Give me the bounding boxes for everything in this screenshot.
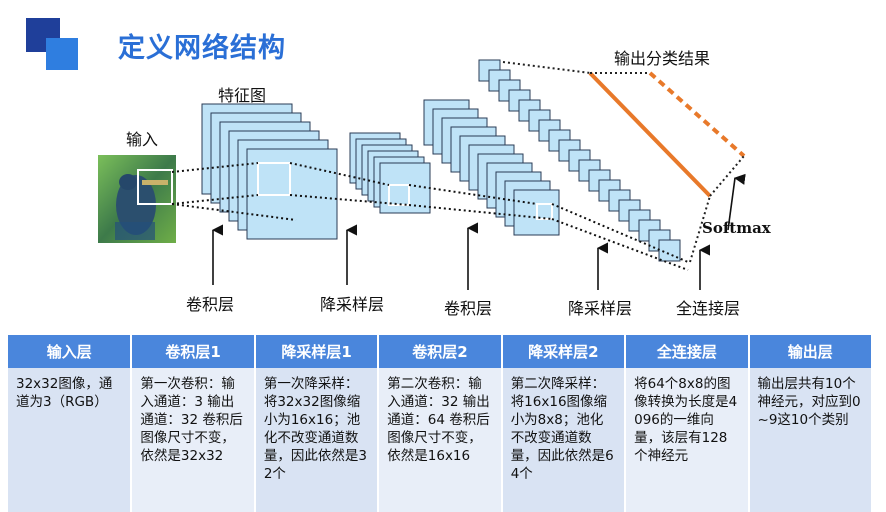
softmax-label: Softmax (702, 219, 771, 237)
header-input-layer: 输入层 (8, 335, 133, 368)
conv1-label: 卷积层 (186, 295, 235, 314)
pool1-label: 降采样层 (320, 295, 385, 314)
cell-fc: 将64个8x8的图像转换为长度是4096的一维向量，该层有128个神经元 (625, 368, 750, 512)
header-pool1: 降采样层1 (254, 335, 380, 368)
cell-input-layer: 32x32图像，通道为3（RGB） (8, 368, 133, 512)
layer-table-row: 32x32图像，通道为3（RGB） 第一次卷积：输入通道：3 输出通道：32 卷… (8, 368, 874, 512)
page-title: 定义网络结构 (118, 33, 286, 64)
conv2-maps (423, 99, 560, 236)
header-pool2: 降采样层2 (501, 335, 627, 368)
receptive-field (388, 184, 410, 206)
pool1-maps (349, 132, 431, 214)
projection-line (408, 204, 553, 220)
projection-line (289, 162, 390, 186)
projection-lines (171, 162, 689, 271)
input-image (98, 155, 176, 243)
cnn-architecture-diagram (98, 59, 746, 290)
header-fc: 全连接层 (625, 335, 750, 368)
header-conv2: 卷积层2 (378, 335, 503, 368)
layer-table-header: 输入层 卷积层1 降采样层1 卷积层2 降采样层2 全连接层 输出层 (8, 335, 874, 368)
fc-output-lines (502, 61, 746, 263)
projection-line (171, 203, 297, 221)
conv1-maps (201, 103, 338, 240)
cell-conv1: 第一次卷积：输入通道：3 输出通道：32 卷积后图像尺寸不变，依然是32x32 (131, 368, 256, 512)
projection-line (408, 184, 538, 205)
layer-table: 输入层 卷积层1 降采样层1 卷积层2 降采样层2 全连接层 输出层 32x32… (8, 335, 874, 512)
conv2-label: 卷积层 (444, 299, 493, 318)
feature-map-label: 特征图 (218, 86, 267, 105)
cell-pool1: 第一次降采样：将32x32图像缩小为16x16；池化不改变通道数量，因此依然是3… (254, 368, 380, 512)
input-label: 输入 (126, 130, 159, 149)
cell-output: 输出层共有10个神经元，对应到0~9这10个类别 (748, 368, 874, 512)
header-conv1: 卷积层1 (131, 335, 256, 368)
fc-label: 全连接层 (676, 299, 741, 318)
output-class-label: 输出分类结果 (614, 49, 711, 68)
projection-line (551, 218, 689, 271)
label-arrows (211, 173, 746, 290)
logo-square-light (46, 38, 78, 70)
header-output: 输出层 (748, 335, 874, 368)
cell-pool2: 第二次降采样：将16x16图像缩小为8x8；池化不改变通道数量，因此依然是64个 (501, 368, 627, 512)
receptive-field (257, 162, 291, 196)
feature-map-stacks (201, 59, 681, 262)
cell-conv2: 第二次卷积：输入通道：32 输出通道：64 卷积后图像尺寸不变，依然是16x16 (378, 368, 503, 512)
pool2-maps (478, 59, 681, 262)
pool2-label: 降采样层 (568, 299, 633, 318)
